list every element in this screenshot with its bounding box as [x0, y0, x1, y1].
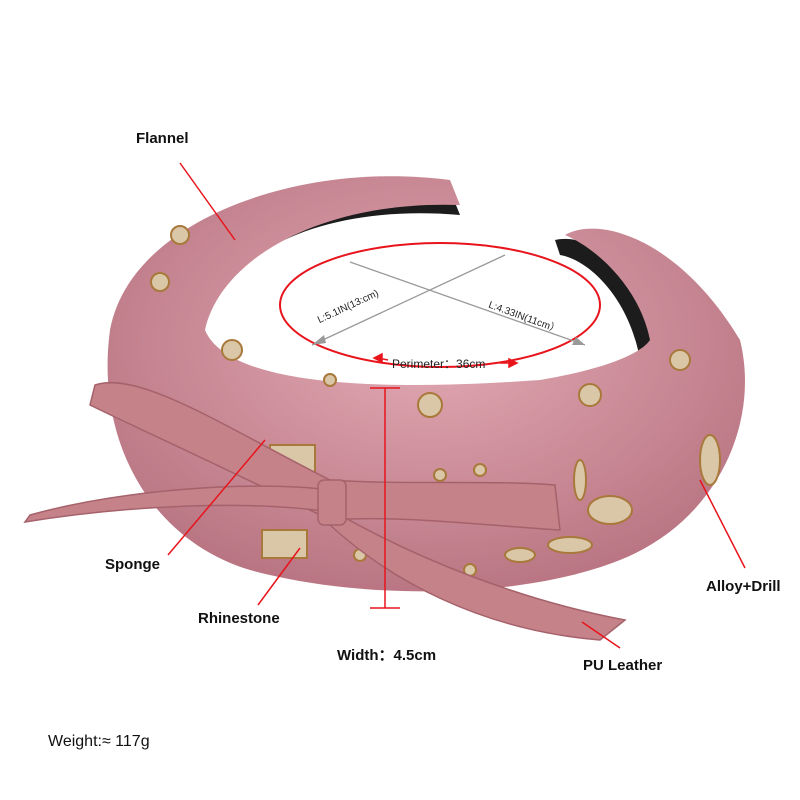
leader-lines: [167, 162, 746, 649]
velvet-band: [107, 176, 745, 592]
arrowhead-icon: [572, 337, 585, 345]
leather-bow: [23, 381, 627, 641]
perimeter-arrows: [372, 352, 519, 369]
perimeter-ellipse: [279, 242, 601, 368]
arrowhead-icon: [312, 335, 326, 345]
rhinestone-label: Rhinestone: [198, 610, 280, 627]
width-label: Width：4.5cm: [337, 647, 437, 664]
flannel-label: Flannel: [136, 130, 189, 147]
alloy-drill-label: Alloy+Drill: [706, 578, 781, 595]
pu-leather-label: PU Leather: [583, 657, 663, 674]
perimeter-label: Perimeter：36cm: [392, 357, 486, 371]
sponge-label: Sponge: [105, 556, 160, 573]
weight-label: Weight:≈ 117g: [48, 733, 150, 750]
measurement-lines: [311, 254, 586, 346]
